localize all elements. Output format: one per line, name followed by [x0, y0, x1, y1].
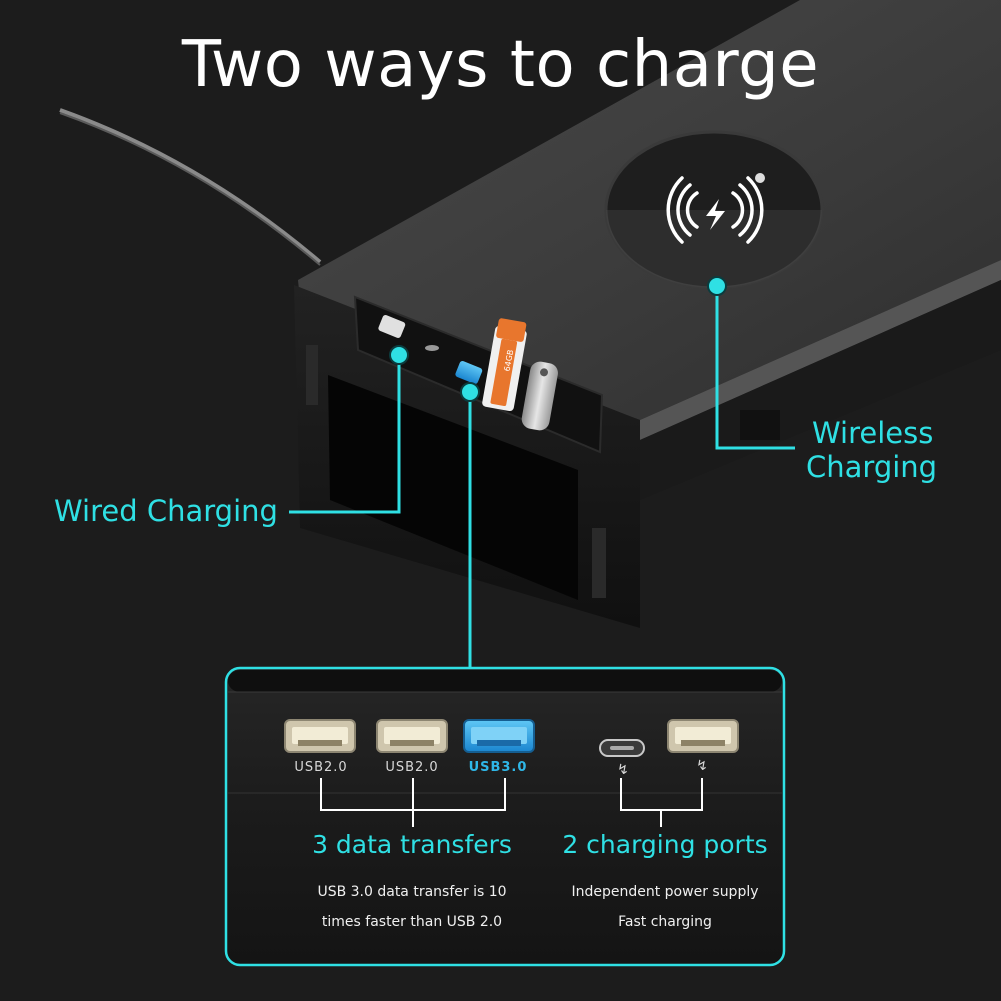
port-label-usb2-1: USB2.0: [294, 760, 348, 775]
wired-charging-label: Wired Charging: [54, 494, 278, 528]
usb-a-port-icon: [463, 719, 535, 753]
data-transfers-line1: USB 3.0 data transfer is 10: [317, 884, 507, 900]
usb-c-port-icon: [599, 739, 645, 757]
lightning-bolt-icon: ↯: [696, 758, 708, 774]
wireless-charging-label-line1: Wireless: [812, 416, 934, 450]
wireless-charging-icon: [666, 176, 764, 244]
power-cable: [59, 108, 322, 264]
orange-usb-stick: [482, 318, 527, 412]
charging-ports-line1: Independent power supply: [571, 884, 759, 900]
charging-ports-title: 2 charging ports: [562, 830, 768, 859]
ports-panel: [224, 666, 786, 967]
lightning-bolt-icon: ↯: [617, 762, 629, 778]
usb-a-port-icon: [667, 719, 739, 753]
port-label-usb2-2: USB2.0: [385, 760, 439, 775]
wireless-charging-label-line2: Charging: [806, 450, 938, 484]
data-transfers-line2: times faster than USB 2.0: [321, 914, 503, 930]
metal-usb-stick: [521, 361, 558, 431]
data-transfers-title: 3 data transfers: [312, 830, 512, 859]
usb-a-port-icon: [284, 719, 356, 753]
lightning-bolt-icon: [706, 199, 725, 230]
port-label-usb3: USB3.0: [468, 760, 528, 775]
page-title: Two ways to charge: [181, 28, 820, 102]
stand-right-side: [640, 280, 1001, 500]
usb-a-port-icon: [376, 719, 448, 753]
charging-ports-line2: Fast charging: [618, 914, 712, 930]
